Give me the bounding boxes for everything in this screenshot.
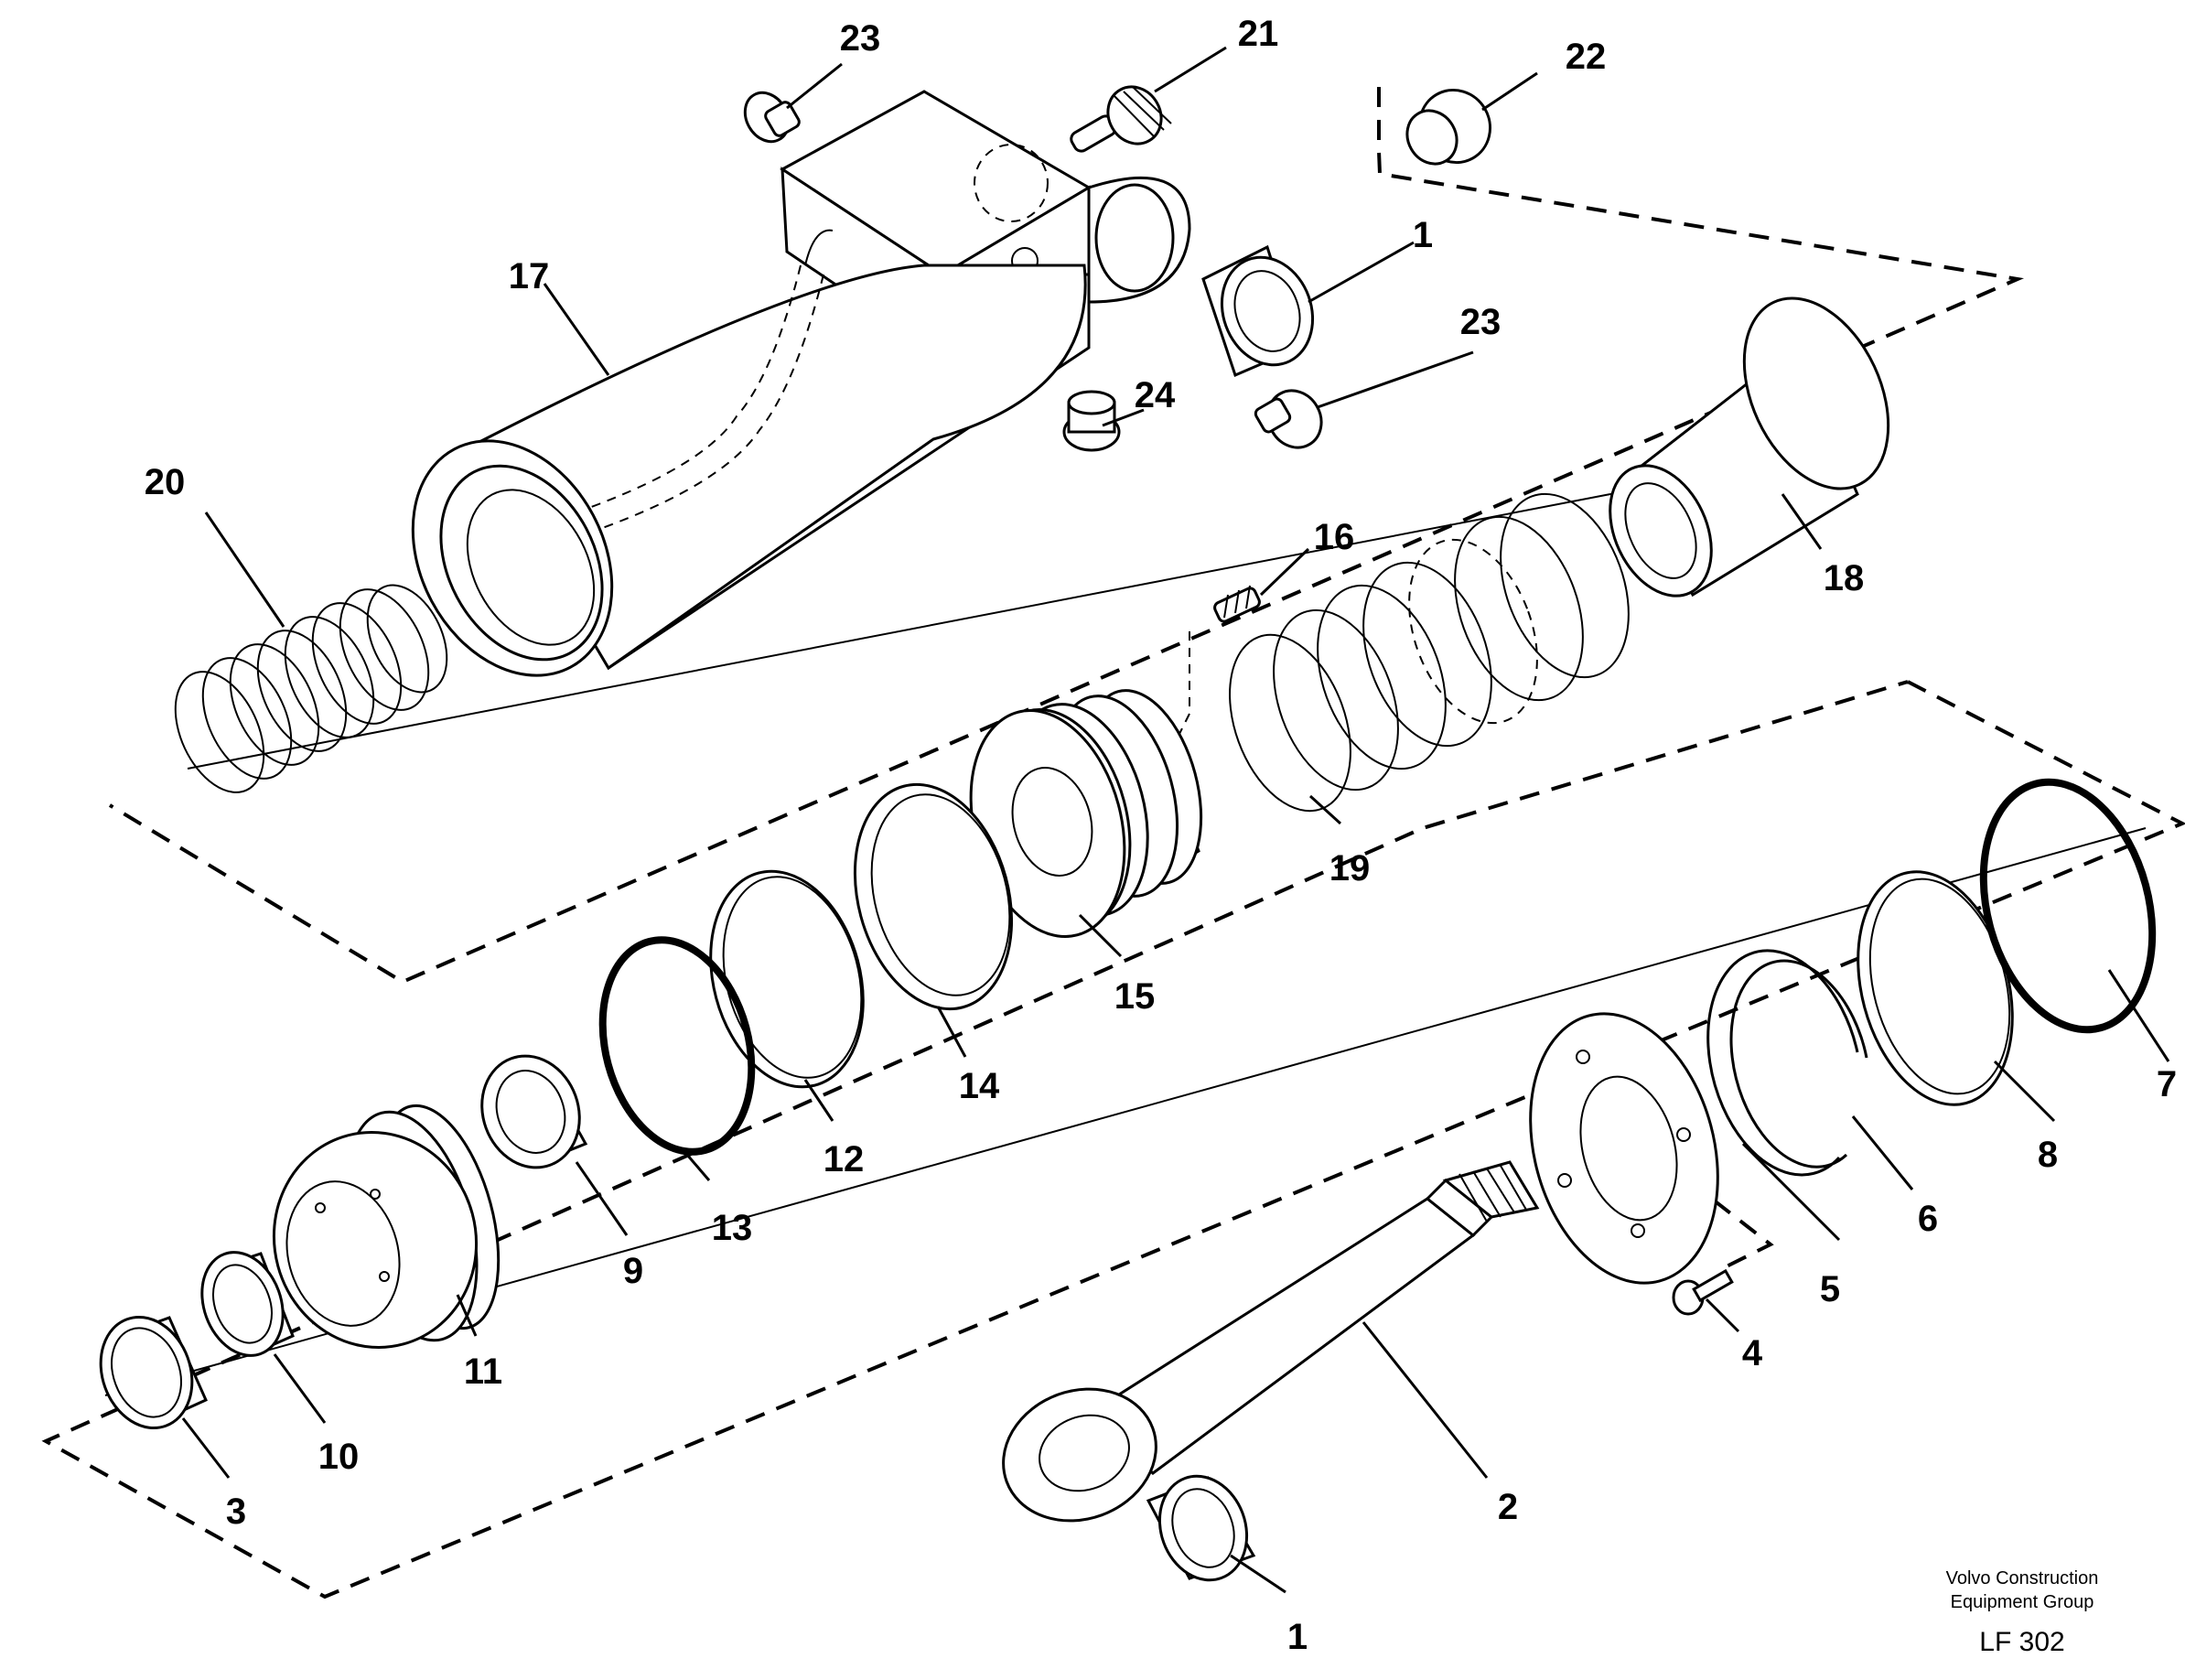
callout-14: 14 [959, 1066, 1000, 1106]
callout-13: 13 [712, 1208, 753, 1248]
bushing-lower [1146, 1474, 1256, 1582]
check-valve-21 [1070, 85, 1172, 153]
callout-20: 20 [145, 462, 186, 502]
drawing-code: LF 302 [1979, 1627, 2065, 1657]
callout-3: 3 [226, 1492, 246, 1532]
assembly-outline-lower [41, 680, 2185, 1599]
plug-24 [1062, 390, 1121, 452]
callout-23-right: 23 [1460, 302, 1502, 342]
snap-ring-13 [598, 936, 756, 1156]
credit-line-1: Volvo Construction [1945, 1568, 2099, 1588]
callout-4: 4 [1742, 1333, 1763, 1373]
guide-sleeve [1609, 296, 1890, 598]
callout-21: 21 [1238, 14, 1279, 54]
piston-rod [1002, 1160, 1540, 1523]
callout-22: 22 [1566, 37, 1607, 77]
callout-23-top: 23 [840, 18, 881, 59]
retaining-ring-6 [1706, 949, 1868, 1177]
snap-ring-7 [1979, 778, 2157, 1034]
cylinder-body [411, 90, 1191, 677]
spring-19 [1229, 492, 1630, 813]
manufacturer-credit: Volvo Construction Equipment Group [1876, 1567, 2169, 1614]
callout-24: 24 [1135, 375, 1176, 415]
callout-9: 9 [623, 1251, 643, 1291]
callout-15: 15 [1114, 976, 1156, 1017]
credit-line-2: Equipment Group [1950, 1592, 2094, 1612]
seal-10 [200, 1251, 295, 1357]
callout-10: 10 [318, 1437, 360, 1477]
callout-12: 12 [823, 1139, 865, 1179]
callout-2: 2 [1498, 1487, 1518, 1527]
callout-19: 19 [1329, 848, 1371, 888]
plug-22 [1405, 88, 1492, 166]
callout-1-top: 1 [1413, 215, 1433, 255]
leader-lines [181, 46, 2170, 1594]
callout-5: 5 [1820, 1269, 1840, 1309]
callout-8: 8 [2038, 1135, 2058, 1175]
spring-20 [174, 584, 448, 793]
plug-23-top [743, 91, 801, 144]
callout-7: 7 [2157, 1064, 2177, 1104]
callout-17: 17 [509, 256, 550, 296]
set-screw [1175, 585, 1261, 742]
screw-4 [1672, 1268, 1734, 1316]
callout-18: 18 [1824, 558, 1865, 598]
callout-6: 6 [1918, 1199, 1938, 1239]
bushing-upper [1201, 244, 1315, 378]
upper-axis-centerline [187, 493, 1611, 770]
cylinder-head [272, 1104, 501, 1349]
callout-1-bottom: 1 [1287, 1617, 1308, 1657]
callout-11: 11 [464, 1352, 502, 1392]
wiper-3 [99, 1315, 208, 1430]
bushing-9 [480, 1054, 588, 1169]
callout-16: 16 [1314, 517, 1355, 557]
guide-ring-14 [853, 782, 1014, 1011]
seal-ring-8 [1857, 870, 2014, 1106]
piston [969, 689, 1203, 938]
assembly-outline-upper [108, 87, 2025, 985]
flange-5 [1529, 1012, 1719, 1285]
plug-23-right [1254, 389, 1323, 449]
